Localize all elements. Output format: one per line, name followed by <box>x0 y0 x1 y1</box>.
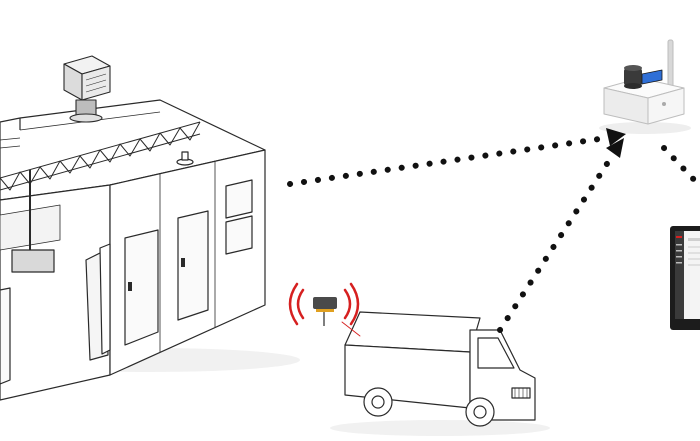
ceiling-rail <box>0 121 201 191</box>
arrowhead-truck-connector <box>606 138 624 158</box>
condenser-unit-icon <box>63 55 111 123</box>
connector-truck-to-gateway <box>497 153 615 333</box>
wireless-sensor-icon <box>288 282 360 326</box>
arrowheads <box>606 128 626 158</box>
monitor-dashboard-icon <box>670 226 700 330</box>
connector-gateway-to-monitor <box>661 145 700 189</box>
cold-room-illustration <box>0 99 300 401</box>
arrowhead-cold-room-connector <box>606 128 626 146</box>
data-connections <box>287 135 700 333</box>
refrigerated-truck-icon <box>330 311 550 436</box>
connector-cold-room-to-gateway <box>287 135 609 187</box>
iot-gateway-icon <box>599 39 691 134</box>
